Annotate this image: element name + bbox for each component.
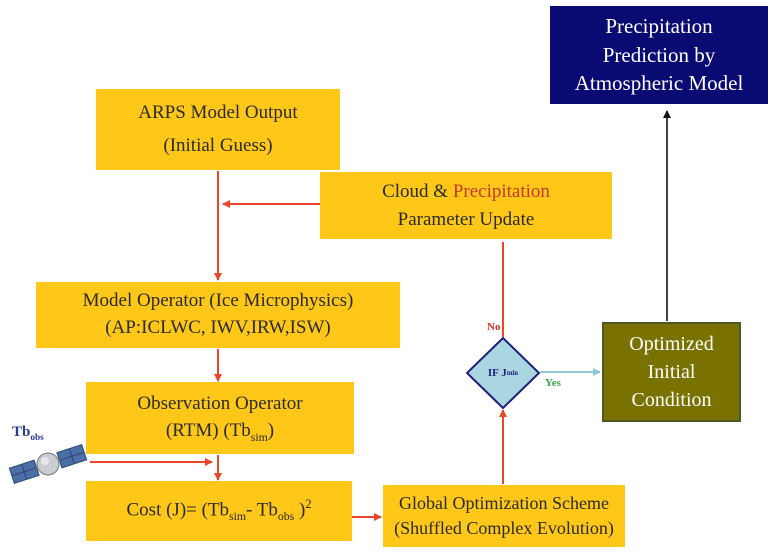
model-operator-line-1: Model Operator (Ice Microphysics) [82,290,354,312]
cost-sub-obs: obs [277,510,295,524]
cost-function-text: Cost (J)= (Tbsim- Tbobs )2 [127,496,312,525]
satellite-icon [8,444,88,484]
cloud-precipitation-update-box: Cloud & Precipitation Parameter Update [320,172,612,239]
decision-subscript: min [506,369,519,377]
satellite-tb-obs-label: Tbobs [12,424,44,443]
precip-line-3: Atmospheric Model [574,71,744,96]
obs-op-suffix: ) [267,420,275,442]
cost-sub-sim: sim [229,510,247,524]
precipitation-prediction-box: Precipitation Prediction by Atmospheric … [550,6,768,104]
global-optimization-box: Global Optimization Scheme (Shuffled Com… [383,485,625,547]
precip-line-2: Prediction by [602,42,716,67]
observation-operator-box: Observation Operator (RTM) (Tbsim) [86,382,354,454]
arps-line-2: (Initial Guess) [163,134,273,156]
diamond-shape [465,336,541,410]
tb-obs-subscript: obs [30,433,44,443]
cloud-update-line-2: Parameter Update [397,208,535,230]
cost-exponent: 2 [305,497,312,512]
model-operator-box: Model Operator (Ice Microphysics) (AP:IC… [36,282,400,348]
yes-label: Yes [545,377,561,389]
optimized-line-2: Initial [647,361,696,383]
cost-middle: - Tb [246,499,278,521]
tb-obs-prefix: Tb [12,424,31,440]
optimized-initial-condition-box: Optimized Initial Condition [602,322,741,422]
obs-op-prefix: (RTM) (Tb [165,420,251,442]
optimized-line-3: Condition [631,389,712,411]
decision-prefix: IF J [487,367,507,379]
global-opt-line-1: Global Optimization Scheme [399,492,609,513]
precipitation-word: Precipitation [452,180,550,202]
cloud-update-prefix: Cloud & [382,180,453,202]
optimized-line-1: Optimized [629,333,714,355]
precip-line-1: Precipitation [605,14,713,39]
observation-operator-line-2: (RTM) (Tbsim) [166,417,274,446]
arps-line-1: ARPS Model Output [138,102,298,124]
obs-op-subscript: sim [250,431,268,445]
cost-suffix: ) [294,499,306,521]
global-opt-line-2: (Shuffled Complex Evolution) [394,518,614,538]
arps-model-output-box: ARPS Model Output (Initial Guess) [96,89,340,170]
cost-prefix: Cost (J)= (Tb [126,499,230,521]
observation-operator-line-1: Observation Operator [137,392,303,414]
model-operator-line-2: (AP:ICLWC, IWV,IRW,ISW) [105,317,331,338]
no-label: No [487,321,501,333]
cloud-update-line-1: Cloud & Precipitation [382,178,550,206]
cost-function-box: Cost (J)= (Tbsim- Tbobs )2 [86,481,352,541]
